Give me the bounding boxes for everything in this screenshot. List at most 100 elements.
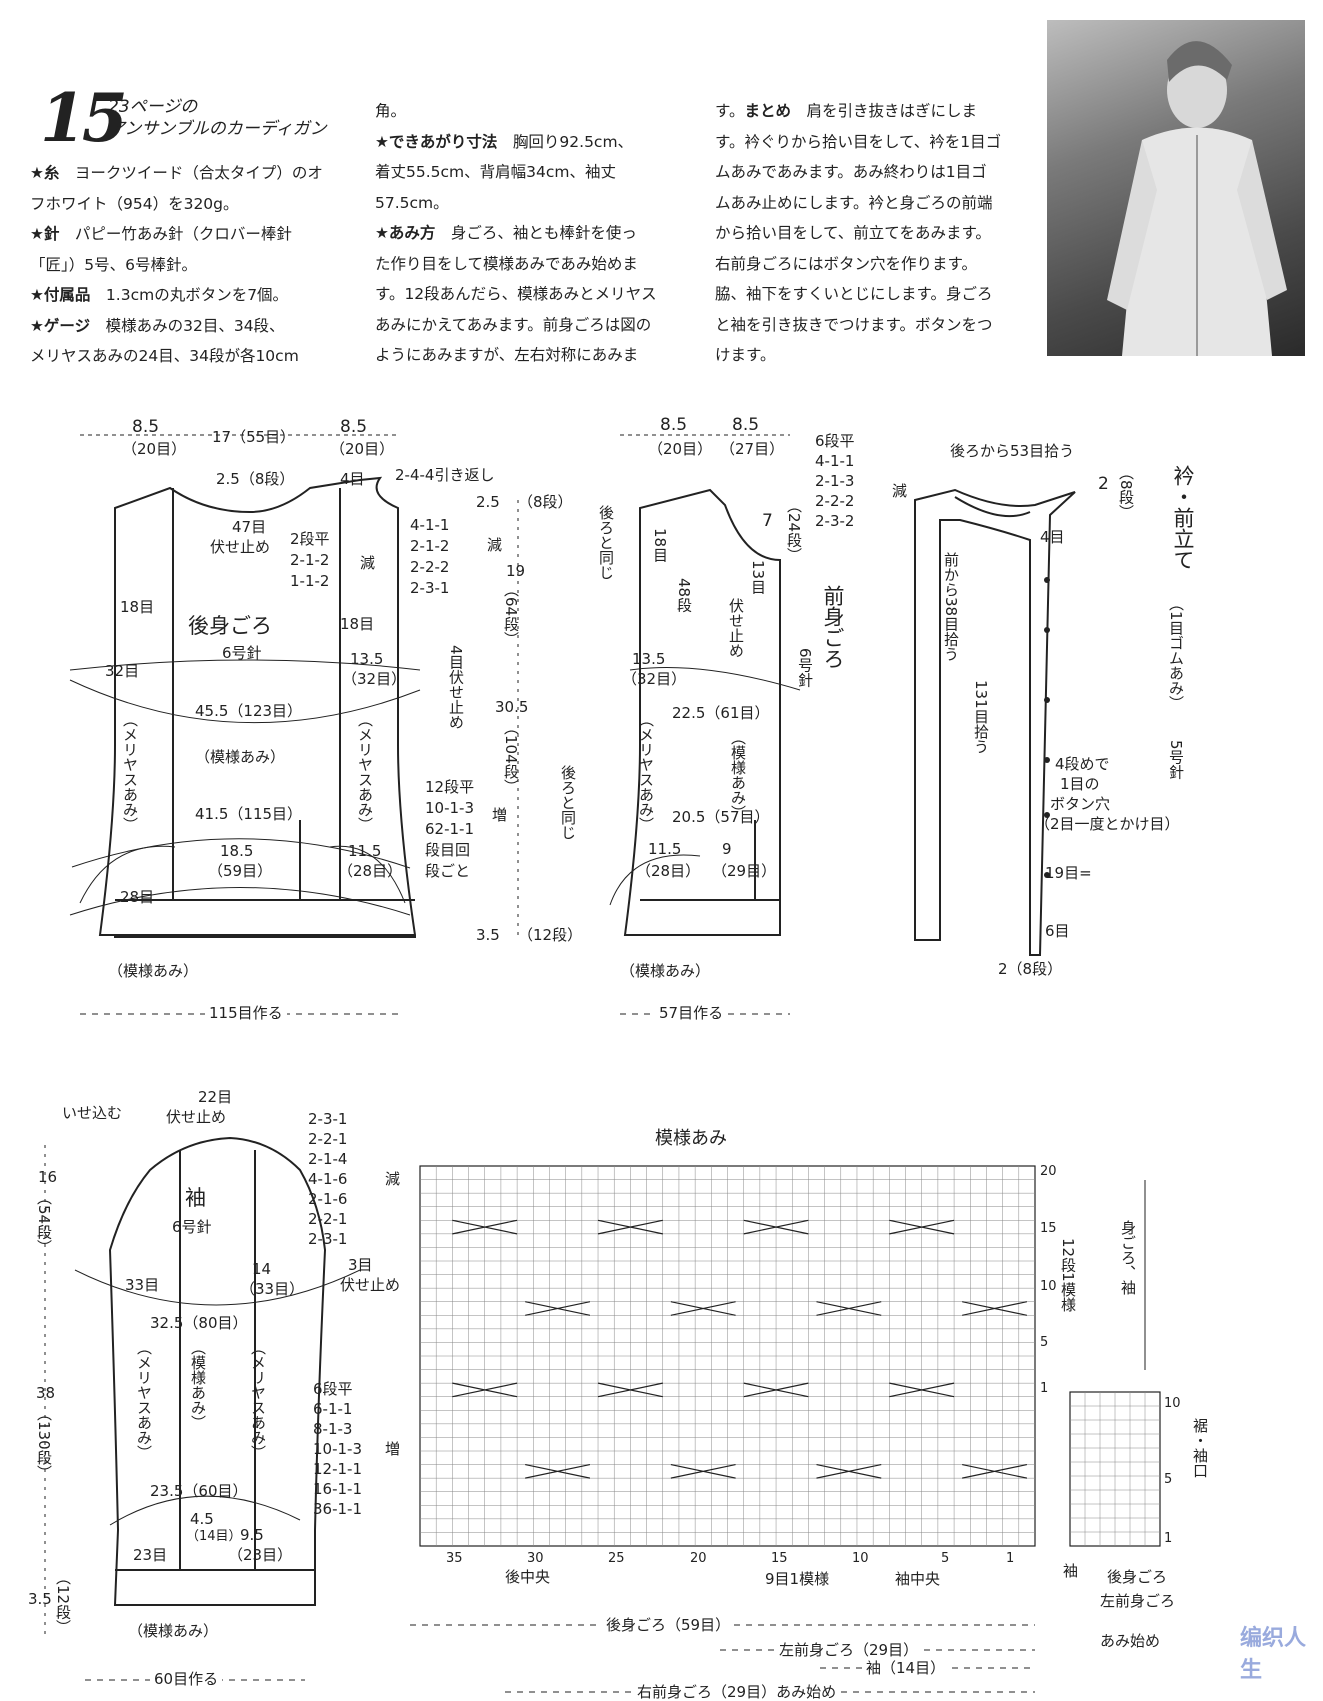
back-h25: 2.5 (476, 493, 500, 511)
back-neck-dec-1: 2-1-2 (290, 551, 330, 569)
front-same: 後ろと同じ (597, 505, 615, 580)
front-st18: 18目 (651, 528, 669, 563)
hem-row-1: 1 (1164, 1531, 1173, 1546)
chart-right-front: 右前身ごろ（29目）あみ始め (633, 1683, 841, 1701)
chart-row-20: 20 (1040, 1164, 1057, 1179)
back-inc-lbl: 増 (492, 806, 508, 824)
sleeve-st23: 23目 (133, 1546, 168, 1564)
chart-col-1: 1 (1006, 1551, 1015, 1566)
back-w-left-st: （20目） (122, 440, 187, 458)
chart-row-15: 15 (1040, 1221, 1057, 1236)
sleeve-h16-r: （54段） (35, 1190, 53, 1255)
front-w205: 20.5（57目） (672, 808, 770, 826)
cable-cross-mark (816, 1301, 882, 1316)
front-neck-dec-1: 4-1-1 (815, 452, 855, 470)
sleeve-dec-2: 2-1-4 (308, 1150, 348, 1168)
sleeve-inc-2: 8-1-3 (313, 1420, 353, 1438)
back-title: 後身ごろ (188, 614, 272, 638)
front-neck-dec-2: 2-1-3 (815, 472, 855, 490)
pattern-title-1: 23ページの (108, 97, 198, 117)
front-w9-st: （29目） (712, 862, 777, 880)
photo-illustration (1107, 41, 1287, 356)
front-stockinette: （メリヤスあみ） (637, 712, 655, 832)
collar-st19: 19目= (1045, 864, 1092, 882)
sleeve-stockinette-r: （メリヤスあみ） (249, 1340, 267, 1460)
back-h19: 19 (506, 562, 526, 580)
back-inc-2: 62-1-1 (425, 820, 474, 838)
front-w135-st: （32目） (622, 670, 687, 688)
back-w-mid: 17（55目） (212, 428, 296, 446)
collar-title: 衿・前立て (1171, 465, 1195, 570)
cable-cross-mark (597, 1382, 663, 1398)
collar-bh-0: 4段めで (1055, 755, 1110, 773)
back-w-right-st: （20目） (330, 440, 395, 458)
sleeve-bind3b: 伏せ止め (340, 1276, 401, 1294)
chart-col-30: 30 (527, 1551, 544, 1566)
collar-pick-back: 後ろから53目拾う (950, 442, 1075, 460)
front-st13: 13目 (749, 560, 767, 595)
back-w135: 13.5 (350, 650, 384, 668)
chart-back-center: 後中央 (505, 1568, 551, 1586)
back-bind4: 4目伏せ止め (447, 645, 465, 730)
collar-bh-2: ボタン穴 (1050, 795, 1111, 813)
pattern-title-2: アンサンブルのカーディガン (108, 119, 327, 139)
back-dec: 減 (360, 554, 376, 572)
sleeve-w95-st: （23目） (228, 1546, 293, 1564)
hem-row-10: 10 (1164, 1396, 1181, 1411)
collar-bh-1: 1目の (1060, 775, 1100, 793)
pattern-number: 15 (40, 79, 128, 157)
cable-cross-mark (670, 1463, 736, 1479)
sleeve-inc-0: 6段平 (313, 1380, 353, 1398)
chart-back: 後身ごろ（59目） (602, 1616, 735, 1634)
hem-row-5: 5 (1164, 1472, 1173, 1487)
back-w-right: 8.5 (340, 417, 368, 437)
back-h305-r: （104段） (502, 720, 520, 794)
cable-cross-mark (962, 1301, 1028, 1316)
sleeve-dec-6: 2-3-1 (308, 1230, 348, 1248)
chart-repeat-rows: 12段1模様 (1059, 1238, 1077, 1312)
back-stockinette-l: （メリヤスあみ） (121, 712, 139, 832)
watermark-logo: 编织人生 (1240, 1626, 1307, 1683)
cable-cross-mark (889, 1219, 955, 1235)
front-hem: （模様あみ） (620, 962, 711, 980)
collar-pick-front: 前から38目拾う (942, 552, 960, 662)
back-body-outline (98, 476, 416, 938)
front-body-outline (623, 488, 781, 936)
back-needle: 6号針 (222, 644, 262, 662)
sleeve-w14: 14 (252, 1260, 272, 1278)
back-w115-st: （28目） (338, 862, 403, 880)
front-neck-dec-3: 2-2-2 (815, 492, 855, 510)
front-h7: 7 (762, 511, 773, 531)
hem-start: あみ始め (1100, 1632, 1161, 1650)
model-photo (1047, 20, 1305, 356)
text-column-3: す。まとめ 肩を引き抜きはぎにしま す。衿ぐりから拾い目をして、衿を1目ゴ ムあ… (715, 102, 1002, 364)
back-short-rows: 2-4-4引き返し (395, 466, 495, 484)
back-bind2: 伏せ止め (210, 538, 271, 556)
chart-col-15: 15 (771, 1551, 788, 1566)
sleeve-h35-r: （12段） (54, 1570, 72, 1635)
back-stockinette-r: （メリヤスあみ） (356, 712, 374, 832)
front-bind: 伏せ止め (727, 598, 745, 658)
front-w9: 9 (722, 840, 732, 858)
back-inc-3: 段目回 (425, 841, 471, 859)
back-neck-st: 4目 (340, 470, 365, 488)
front-w2-st: （27目） (720, 440, 785, 458)
hem-front: 左前身ごろ (1100, 1592, 1176, 1610)
chart-row-1: 1 (1040, 1381, 1049, 1396)
back-bind: 47目 (232, 518, 267, 536)
back-neck-dec-0: 2段平 (290, 530, 330, 548)
cable-cross-mark (452, 1382, 518, 1398)
front-w2: 8.5 (732, 415, 760, 435)
front-same2: 後ろと同じ (559, 765, 577, 840)
collar-bh-3: （2目一度とかけ目） (1035, 815, 1180, 833)
chart-repeat: 9目1模様 (765, 1570, 830, 1588)
sleeve-dec-4: 2-1-6 (308, 1190, 348, 1208)
back-h25-r: （8段） (518, 493, 573, 511)
back-cast: 115目作る (205, 1004, 287, 1022)
front-neck-dec-4: 2-3-2 (815, 512, 855, 530)
sleeve-cast: 60目作る (150, 1670, 223, 1688)
front-pattern: （模様あみ） (729, 730, 747, 820)
sleeve-bind22b: 伏せ止め (166, 1108, 227, 1126)
cable-cross-mark (597, 1219, 663, 1235)
